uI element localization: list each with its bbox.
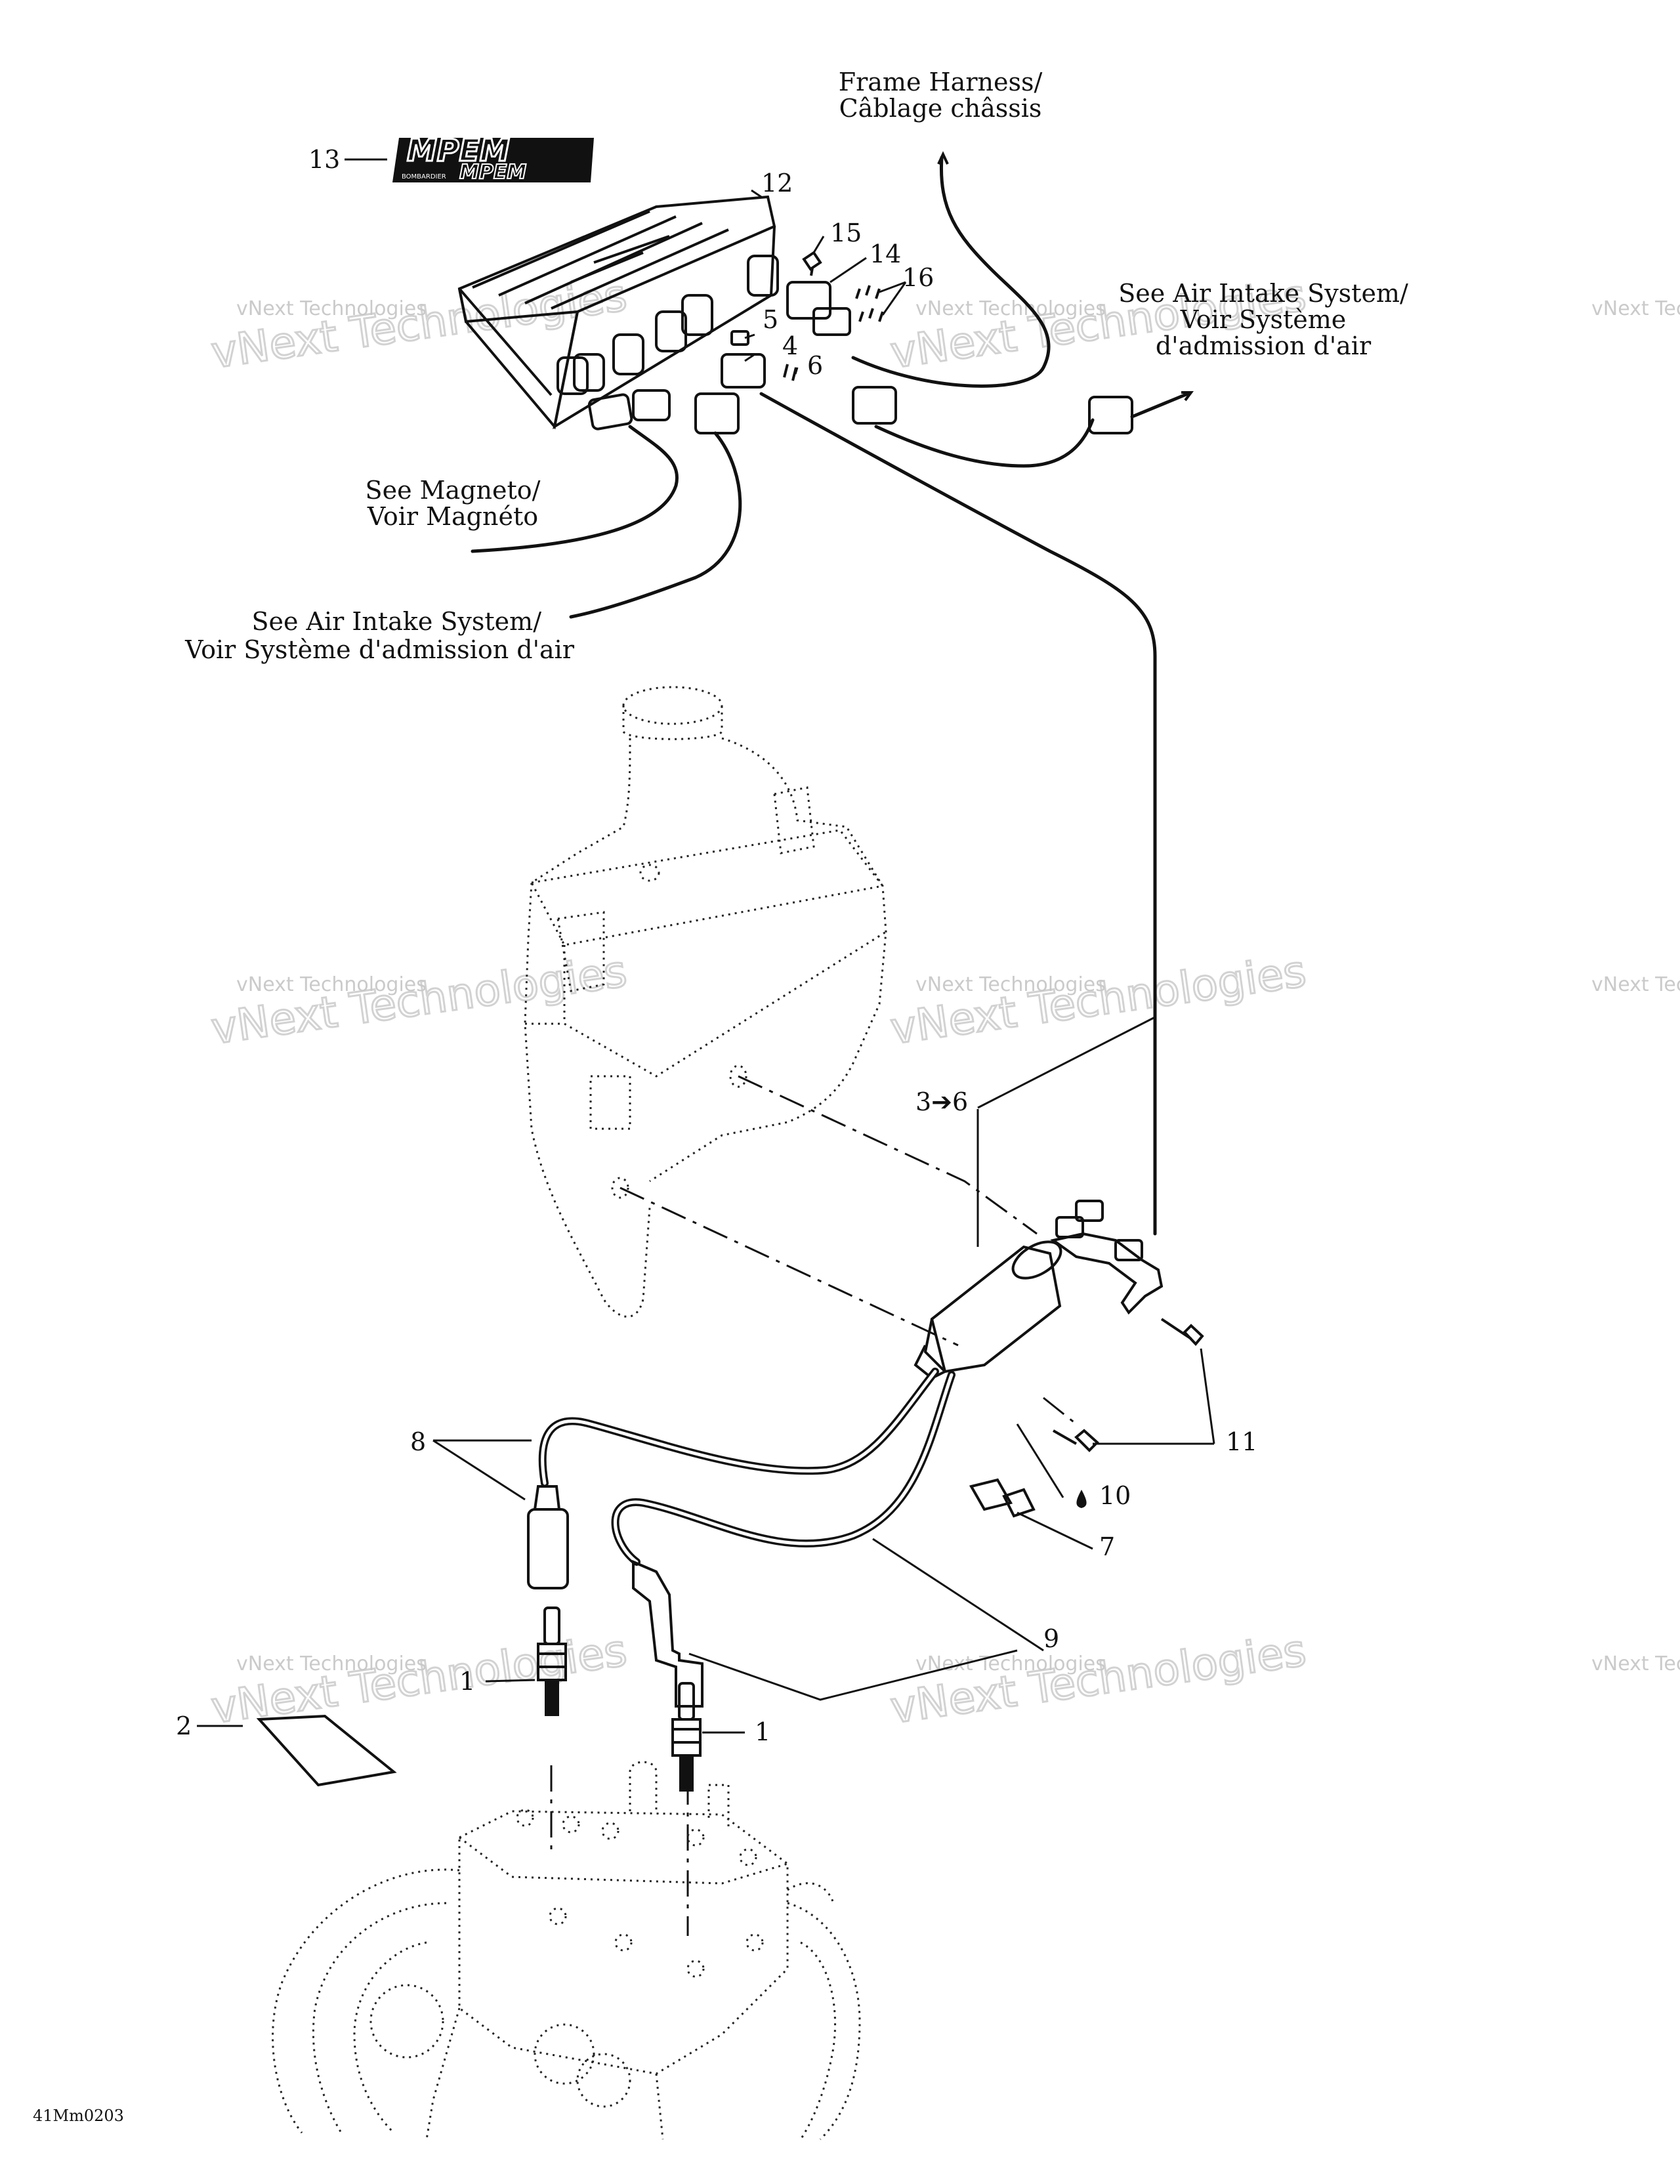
part-number-13: 13 xyxy=(308,145,340,174)
svg-text:BOMBARDIER: BOMBARDIER xyxy=(402,173,446,180)
svg-text:vNext Technologies: vNext Technologies xyxy=(915,297,1106,320)
svg-text:See Air Intake System/: See Air Intake System/ xyxy=(1118,279,1408,308)
watermark: vNext Technologies vNext Technologies xyxy=(207,945,631,1055)
watermark: vNext Technologies xyxy=(1591,973,1680,996)
watermark: vNext Technologies vNext Technologies xyxy=(887,945,1310,1055)
spark-plug-right xyxy=(671,1682,702,1792)
part-number-3-6: 3➔6 xyxy=(915,1087,968,1116)
svg-text:vNext Technologies: vNext Technologies xyxy=(1591,1652,1680,1675)
part-number-6: 6 xyxy=(807,351,823,380)
part-number-11: 11 xyxy=(1226,1427,1257,1456)
svg-text:vNext Technologies: vNext Technologies xyxy=(1591,297,1680,320)
svg-text:MPEM: MPEM xyxy=(459,161,526,184)
spark-plug-left xyxy=(537,1606,567,1716)
part-number-5: 5 xyxy=(763,305,778,334)
part-number-7: 7 xyxy=(1099,1532,1115,1561)
top-harness xyxy=(471,151,1194,1236)
part-number-16: 16 xyxy=(902,263,934,292)
part-number-15: 15 xyxy=(830,219,862,247)
drawing-code: 41Mm0203 xyxy=(33,2107,124,2125)
part-number-9: 9 xyxy=(1043,1624,1059,1653)
svg-text:vNext Technologies: vNext Technologies xyxy=(236,1652,427,1675)
svg-text:See Air Intake System/: See Air Intake System/ xyxy=(251,607,541,636)
svg-text:vNext Technologies: vNext Technologies xyxy=(915,1652,1106,1675)
watermark: vNext Technologies xyxy=(1591,297,1680,320)
part-number-10: 10 xyxy=(1099,1481,1131,1510)
svg-text:vNext Technologies: vNext Technologies xyxy=(915,973,1106,996)
part-number-1a: 1 xyxy=(459,1667,475,1696)
part-number-8: 8 xyxy=(410,1427,426,1456)
svg-text:Voir Système d'admission d'air: Voir Système d'admission d'air xyxy=(184,635,575,664)
svg-text:vNext Technologies: vNext Technologies xyxy=(208,946,629,1054)
part-number-4: 4 xyxy=(782,331,798,360)
svg-text:MPEM: MPEM xyxy=(407,133,510,168)
svg-text:Voir Magnéto: Voir Magnéto xyxy=(367,502,538,531)
callout-frame-harness: Frame Harness/ Câblage châssis xyxy=(839,68,1043,123)
assembly-lines xyxy=(550,1075,1077,1936)
svg-text:Voir Système: Voir Système xyxy=(1180,305,1347,334)
callout-air-intake-left: See Air Intake System/ Voir Système d'ad… xyxy=(184,607,575,664)
svg-text:vNext Technologies: vNext Technologies xyxy=(887,1625,1309,1733)
ignition-coil xyxy=(914,1200,1204,1518)
svg-text:See Magneto/: See Magneto/ xyxy=(366,476,541,505)
warning-label-2 xyxy=(256,1714,397,1787)
part-number-14: 14 xyxy=(870,240,901,268)
oil-tank xyxy=(524,686,887,1318)
part-numbers: 13 12 15 14 16 5 4 6 3➔6 11 10 7 8 9 1 1… xyxy=(176,145,1257,1746)
part-number-2: 2 xyxy=(176,1712,192,1740)
svg-text:vNext Technologies: vNext Technologies xyxy=(1591,973,1680,996)
svg-text:vNext Technologies: vNext Technologies xyxy=(887,946,1309,1054)
svg-text:d'admission d'air: d'admission d'air xyxy=(1156,331,1372,360)
svg-text:vNext Technologies: vNext Technologies xyxy=(236,297,427,320)
engine xyxy=(272,1761,861,2141)
svg-text:vNext Technologies: vNext Technologies xyxy=(236,973,427,996)
svg-text:Câblage châssis: Câblage châssis xyxy=(839,94,1042,123)
part-number-1b: 1 xyxy=(755,1717,770,1746)
watermark: vNext Technologies vNext Technologies xyxy=(887,1624,1310,1734)
spark-plug-cables xyxy=(527,1368,956,1708)
watermark: vNext Technologies xyxy=(1591,1652,1680,1675)
part-number-12: 12 xyxy=(761,169,793,198)
mpem-logo: MPEM MPEM BOMBARDIER xyxy=(392,132,594,184)
callout-magneto: See Magneto/ Voir Magnéto xyxy=(366,476,541,531)
callout-air-intake-right: See Air Intake System/ Voir Système d'ad… xyxy=(1118,279,1408,360)
svg-text:Frame Harness/: Frame Harness/ xyxy=(839,68,1043,96)
leader-lines xyxy=(197,158,1215,1734)
mpem-module xyxy=(457,195,779,430)
